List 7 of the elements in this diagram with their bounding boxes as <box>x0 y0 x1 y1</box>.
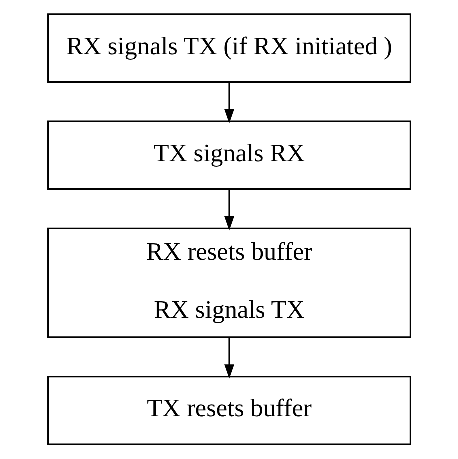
node-box: RX signals TX (if RX initiated ) <box>47 14 411 83</box>
node-box: TX resets buffer <box>47 376 411 446</box>
arrow <box>224 82 234 124</box>
arrow <box>224 190 234 231</box>
node-box: TX signals RX <box>47 120 411 190</box>
node-box: RX resets buffer RX signals TX <box>47 228 411 338</box>
arrow <box>224 337 234 379</box>
